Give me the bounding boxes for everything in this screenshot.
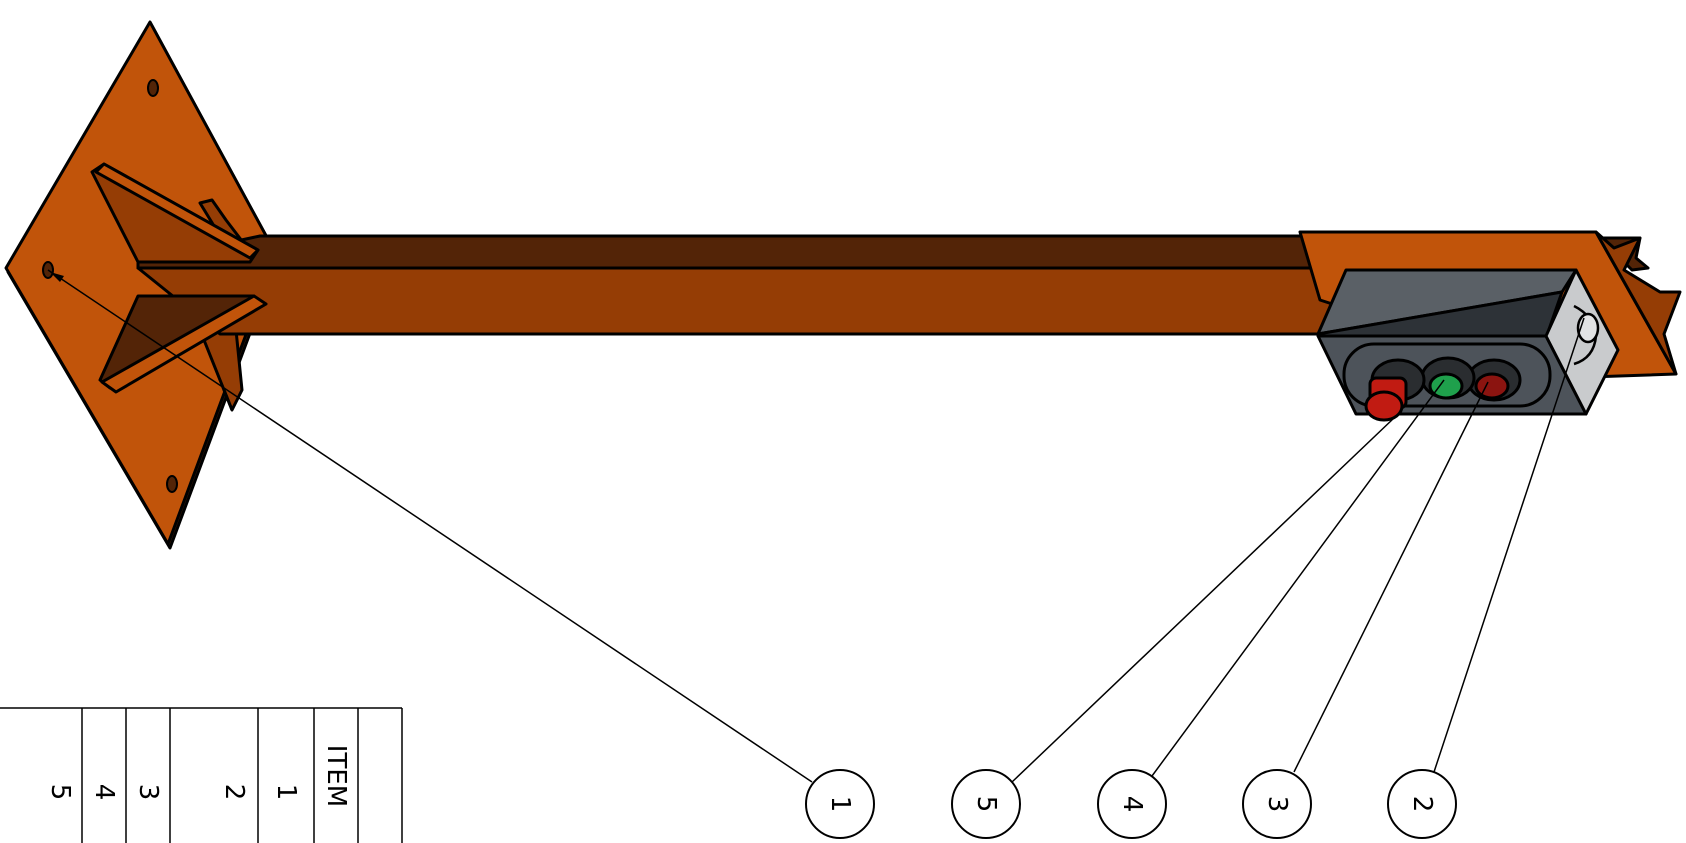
balloon-item-5: 5 [951, 769, 1021, 839]
bom-item-number: 2 [219, 784, 249, 801]
bom-item-number: 1 [271, 784, 301, 801]
leader-arrow [50, 272, 64, 282]
leader-lines [47, 269, 1585, 783]
bom-header-item: ITEM [321, 745, 351, 807]
push-button-red-dark [1466, 358, 1522, 402]
balloon-item-3: 3 [1242, 769, 1312, 839]
balloon-item-1: 1 [805, 769, 875, 839]
leader-line-item-1 [47, 269, 813, 783]
push-button-red-mushroom [1364, 358, 1426, 422]
balloon-label: 4 [1117, 796, 1147, 813]
leader-line-item-3 [1293, 381, 1489, 773]
balloon-label: 1 [825, 796, 855, 813]
balloon-item-4: 4 [1097, 769, 1167, 839]
bom-item-number: 5 [45, 784, 75, 801]
leader-line-item-2 [1433, 317, 1585, 773]
bom-item-number: 3 [133, 784, 163, 801]
balloon-label: 3 [1262, 796, 1292, 813]
balloon-label: 2 [1407, 796, 1437, 813]
leader-line-item-5 [1011, 417, 1395, 783]
push-button-green [1420, 356, 1476, 400]
bom-item-number: 4 [89, 784, 119, 801]
leader-line-item-4 [1151, 379, 1445, 777]
balloon-label: 5 [971, 796, 1001, 813]
base-plate [4, 20, 280, 550]
bom-table [0, 707, 403, 843]
gusset-plate [90, 162, 268, 394]
balloon-item-2: 2 [1387, 769, 1457, 839]
